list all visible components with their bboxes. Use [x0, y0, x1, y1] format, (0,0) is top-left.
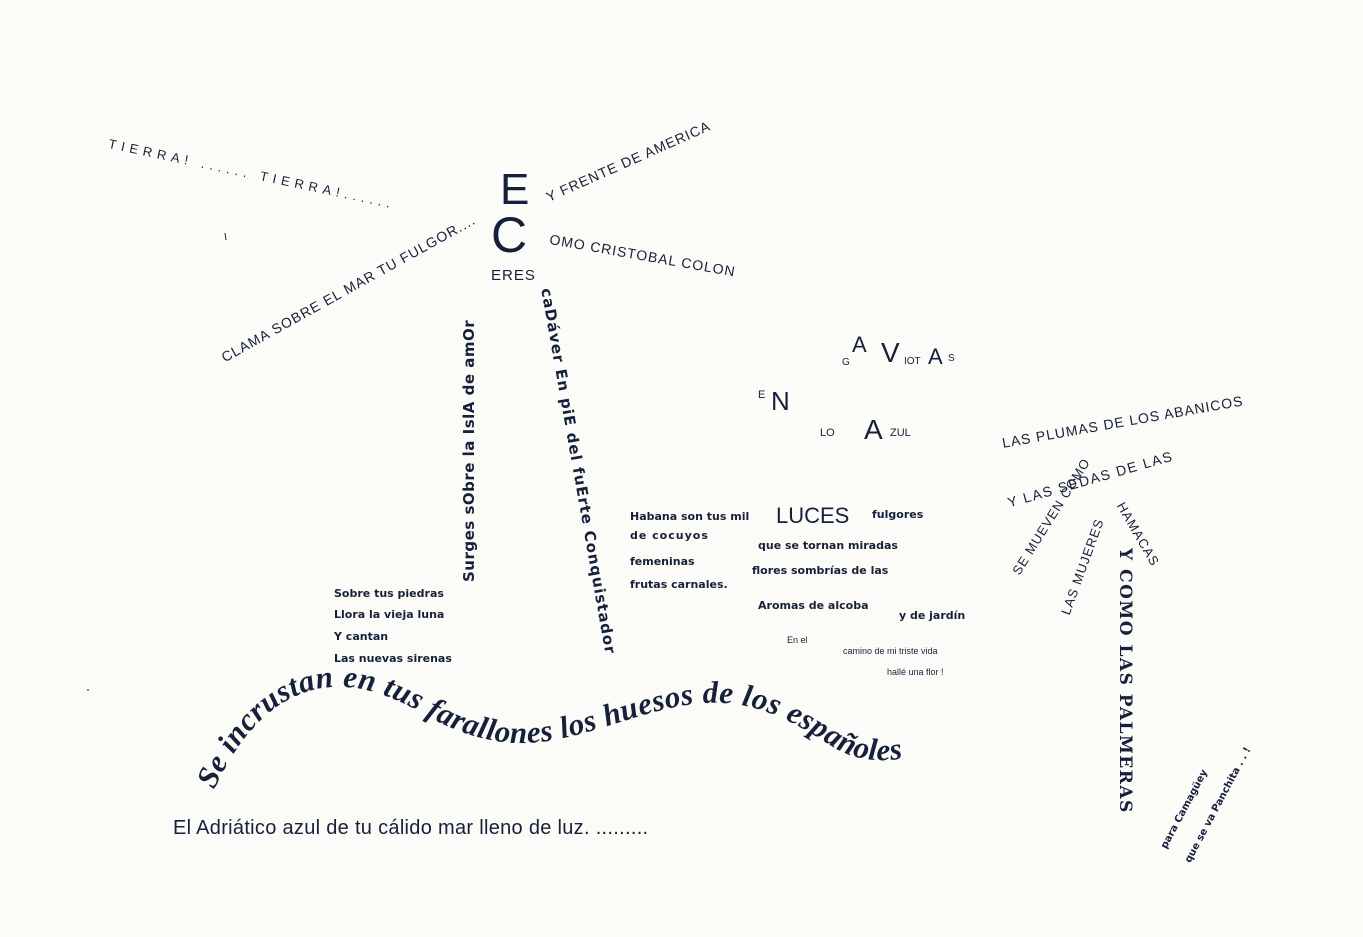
- habana-camino: camino de mi triste vida: [843, 646, 938, 656]
- habana-line3: femeninas: [630, 555, 695, 568]
- en-azul-n: N: [771, 386, 790, 416]
- piedras-line-2: Llora la vieja luna: [334, 608, 445, 621]
- habana-en-el: En el: [787, 635, 808, 645]
- habana-line3-right: flores sombrías de las: [752, 564, 889, 577]
- piedras-line-1: Sobre tus piedras: [334, 587, 444, 600]
- piedras-line-3: Y cantan: [334, 630, 389, 643]
- habana-line2: de cocuyos: [630, 529, 709, 542]
- ink-dot: [87, 689, 89, 691]
- lamp-letter-e: E: [500, 165, 530, 214]
- en-azul-e: E: [758, 389, 766, 401]
- gaviotas-g: G: [842, 357, 850, 368]
- habana-line4: frutas carnales.: [630, 578, 728, 591]
- gaviotas-iot: IOT: [904, 356, 921, 367]
- wave-text: Se incrustan en tus farallones los hueso…: [189, 659, 904, 793]
- lamp-letter-c: C: [491, 207, 528, 263]
- habana-line1-end: fulgores: [872, 508, 924, 521]
- habana-line2-right: que se tornan miradas: [758, 539, 898, 552]
- ink-speck: [224, 232, 227, 241]
- gaviotas-v: V: [881, 337, 900, 368]
- habana-line1-start: Habana son tus mil: [630, 510, 750, 523]
- habana-aromas: Aromas de alcoba: [758, 599, 869, 612]
- habana-jardin: y de jardín: [899, 609, 966, 622]
- habana-luces: LUCES: [776, 503, 850, 528]
- gaviotas-a: A: [852, 332, 867, 357]
- en-azul-lo: LO: [820, 427, 835, 439]
- en-azul-zul: ZUL: [890, 427, 911, 439]
- piedras-line-4: Las nuevas sirenas: [334, 652, 452, 665]
- habana-halle: hallé una flor !: [887, 667, 944, 677]
- gaviotas-a2: A: [928, 344, 943, 369]
- lamp-eres: ERES: [491, 267, 536, 284]
- wave-text-path: Se incrustan en tus farallones los hueso…: [189, 659, 904, 793]
- en-azul-a: A: [864, 414, 883, 445]
- adriatico-line: El Adriático azul de tu cálido mar lleno…: [173, 817, 649, 839]
- gaviotas-s: S: [948, 353, 955, 364]
- palm-trunk: Y COMO LAS PALMERAS: [1115, 548, 1135, 814]
